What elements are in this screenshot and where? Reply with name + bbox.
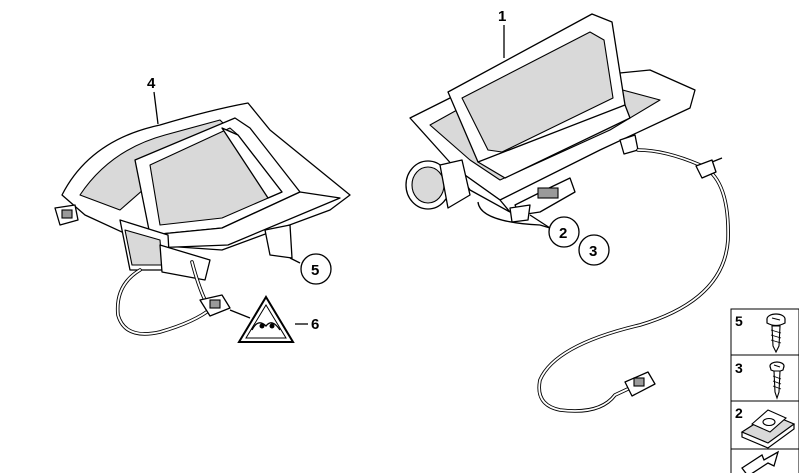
screw-icon xyxy=(766,313,786,354)
callout-2: 2 xyxy=(559,225,567,242)
legend-item-arrow[interactable] xyxy=(730,448,799,473)
clip-nut-icon xyxy=(740,409,796,449)
callout-6: 6 xyxy=(311,316,319,333)
warning-label-icon[interactable] xyxy=(229,295,295,343)
display-cable xyxy=(537,148,730,413)
callout-3: 3 xyxy=(589,243,597,260)
callout-circle-5: 5 xyxy=(289,253,332,285)
legend-item-2[interactable]: 2 xyxy=(730,400,799,450)
callout-4: 4 xyxy=(147,75,156,92)
arrow-icon xyxy=(741,450,780,473)
tapping-screw-icon xyxy=(769,361,785,400)
display-trim-assembly[interactable] xyxy=(54,102,351,281)
legend-item-5[interactable]: 5 xyxy=(730,308,799,356)
legend-item-3[interactable]: 3 xyxy=(730,354,799,402)
legend-number-3: 3 xyxy=(735,360,743,376)
legend-panel: 5 3 xyxy=(730,308,799,473)
central-display-assembly[interactable] xyxy=(405,13,696,229)
callout-circle-3: 3 xyxy=(578,234,610,266)
legend-number-2: 2 xyxy=(735,405,743,421)
callout-5: 5 xyxy=(311,262,319,279)
legend-number-5: 5 xyxy=(735,313,743,329)
leader-4 xyxy=(153,91,159,125)
callout-circle-2: 2 xyxy=(529,214,580,248)
trim-cable xyxy=(115,260,231,336)
callout-1: 1 xyxy=(498,8,506,25)
